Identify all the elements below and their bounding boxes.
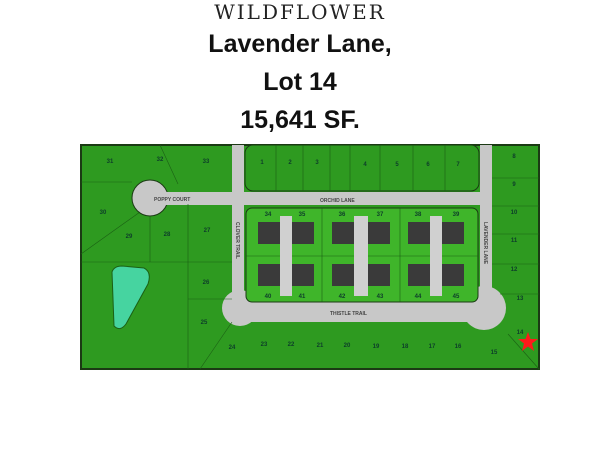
svg-text:37: 37 bbox=[377, 212, 384, 218]
svg-text:34: 34 bbox=[265, 212, 272, 218]
svg-text:13: 13 bbox=[517, 296, 524, 302]
svg-text:32: 32 bbox=[157, 157, 164, 163]
svg-text:27: 27 bbox=[204, 228, 211, 234]
svg-text:10: 10 bbox=[511, 210, 518, 216]
svg-text:22: 22 bbox=[288, 342, 295, 348]
svg-text:36: 36 bbox=[339, 212, 346, 218]
site-plan-map: POPPY COURT ORCHID LANE THISTLE TRAIL CL… bbox=[80, 144, 540, 370]
lot-14-star-marker bbox=[518, 332, 538, 351]
svg-text:24: 24 bbox=[229, 345, 236, 351]
svg-text:2: 2 bbox=[288, 160, 292, 166]
svg-text:35: 35 bbox=[299, 212, 306, 218]
svg-text:29: 29 bbox=[126, 234, 133, 240]
svg-text:7: 7 bbox=[456, 162, 460, 168]
svg-text:LAVENDER LANE: LAVENDER LANE bbox=[482, 222, 488, 265]
svg-text:CLOVER TRAIL: CLOVER TRAIL bbox=[234, 222, 240, 259]
svg-text:14: 14 bbox=[517, 330, 524, 336]
pond bbox=[111, 265, 150, 330]
svg-text:5: 5 bbox=[395, 162, 399, 168]
svg-text:45: 45 bbox=[453, 294, 460, 300]
svg-text:39: 39 bbox=[453, 212, 460, 218]
svg-text:3: 3 bbox=[315, 160, 319, 166]
svg-text:21: 21 bbox=[317, 343, 324, 349]
svg-text:4: 4 bbox=[363, 162, 367, 168]
svg-text:12: 12 bbox=[511, 267, 518, 273]
svg-text:26: 26 bbox=[203, 280, 210, 286]
svg-text:28: 28 bbox=[164, 232, 171, 238]
svg-text:ORCHID LANE: ORCHID LANE bbox=[320, 198, 355, 204]
street-title: Lavender Lane, bbox=[208, 30, 392, 58]
svg-text:19: 19 bbox=[373, 344, 380, 350]
svg-text:18: 18 bbox=[402, 344, 409, 350]
svg-text:25: 25 bbox=[201, 320, 208, 326]
svg-text:41: 41 bbox=[299, 294, 306, 300]
svg-text:9: 9 bbox=[512, 182, 516, 188]
svg-text:17: 17 bbox=[429, 344, 436, 350]
svg-text:23: 23 bbox=[261, 342, 268, 348]
svg-text:40: 40 bbox=[265, 294, 272, 300]
svg-text:1: 1 bbox=[260, 160, 264, 166]
svg-text:31: 31 bbox=[107, 159, 114, 165]
roads bbox=[131, 145, 506, 330]
svg-text:16: 16 bbox=[455, 344, 462, 350]
svg-text:33: 33 bbox=[203, 159, 210, 165]
svg-text:8: 8 bbox=[512, 154, 516, 160]
area-title: 15,641 SF. bbox=[240, 106, 360, 134]
svg-text:11: 11 bbox=[511, 238, 518, 244]
svg-text:43: 43 bbox=[377, 294, 384, 300]
svg-text:6: 6 bbox=[426, 162, 430, 168]
svg-text:THISTLE TRAIL: THISTLE TRAIL bbox=[330, 311, 367, 317]
svg-text:30: 30 bbox=[100, 210, 107, 216]
svg-text:44: 44 bbox=[415, 294, 422, 300]
svg-text:20: 20 bbox=[344, 343, 351, 349]
svg-text:42: 42 bbox=[339, 294, 346, 300]
lot-title: Lot 14 bbox=[263, 68, 337, 96]
townhome-buildings bbox=[258, 222, 464, 286]
brand-logo: WILDFLOWER bbox=[214, 0, 386, 24]
svg-text:15: 15 bbox=[491, 350, 498, 356]
svg-text:POPPY COURT: POPPY COURT bbox=[154, 197, 190, 203]
svg-text:38: 38 bbox=[415, 212, 422, 218]
